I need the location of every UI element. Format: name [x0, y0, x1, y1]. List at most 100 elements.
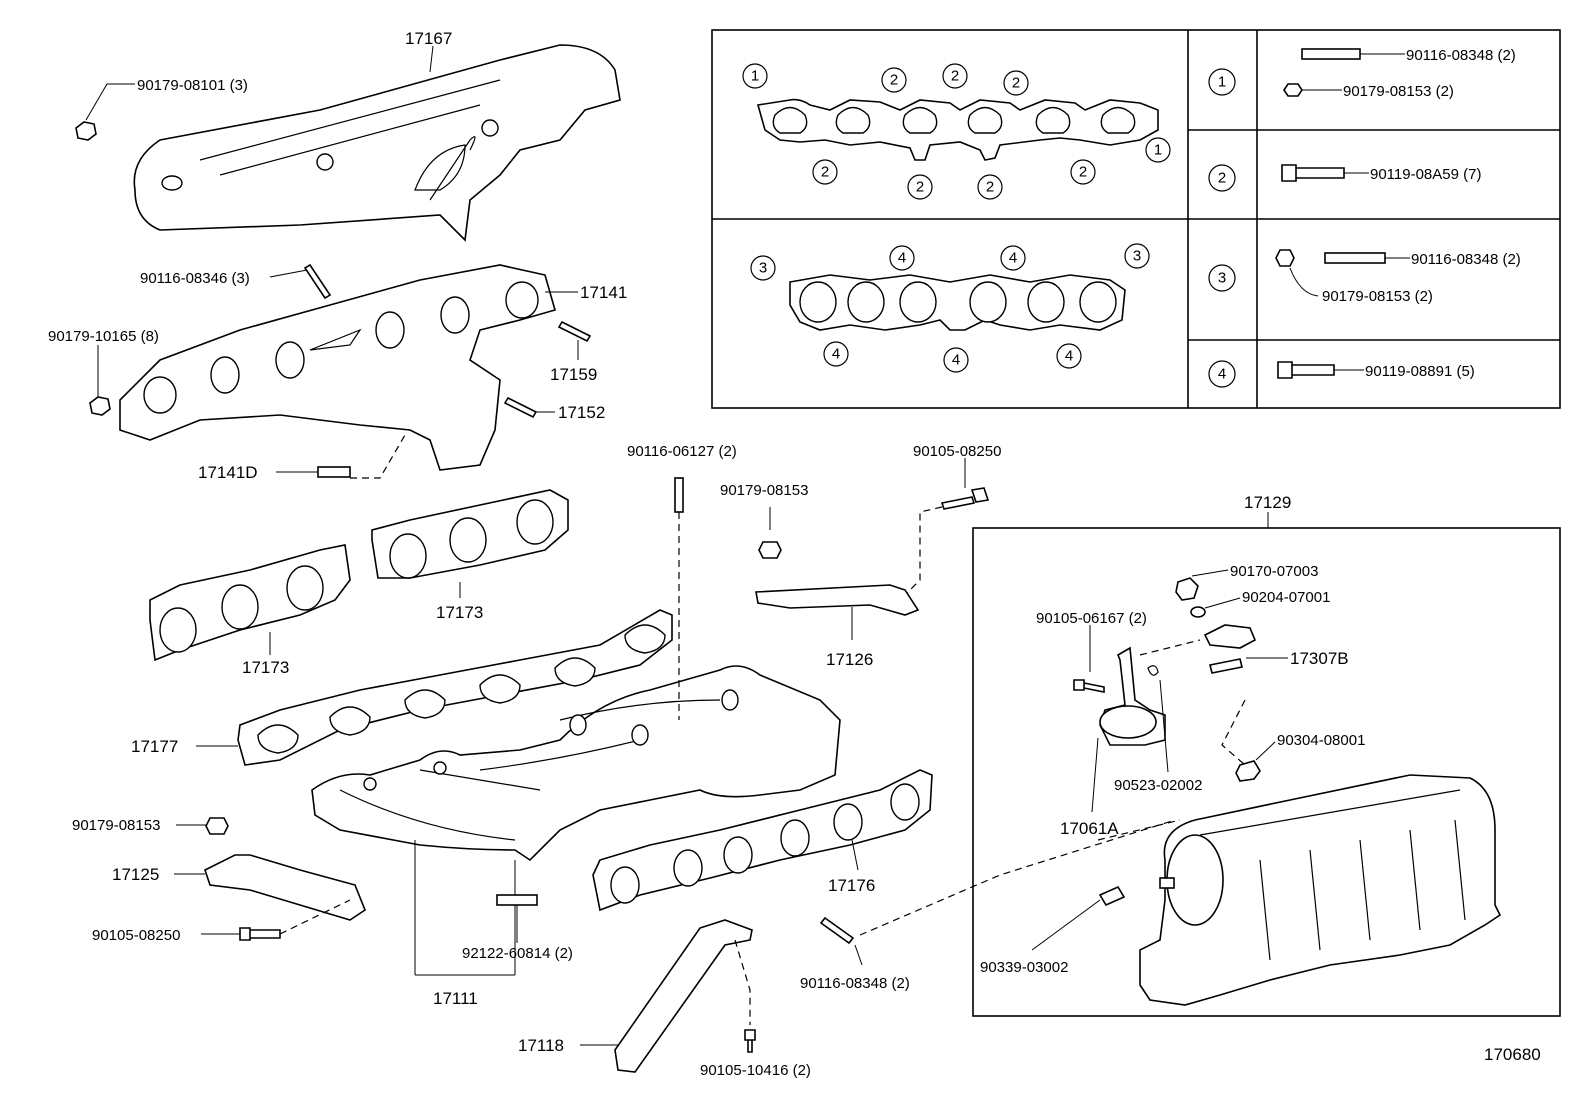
upper-intake-gasket-drawing — [756, 98, 1159, 161]
label-90304-08001: 90304-08001 — [1277, 732, 1365, 749]
marker: 2 — [916, 179, 924, 196]
label-90116-08346: 90116-08346 (3) — [140, 270, 250, 287]
marker: 2 — [1079, 164, 1087, 181]
marker: 1 — [1154, 142, 1162, 159]
label-90179-08101: 90179-08101 (3) — [137, 77, 248, 94]
label-90204-07001: 90204-07001 — [1242, 589, 1330, 606]
label-17167: 17167 — [405, 29, 452, 48]
stud-92122-60814: 92122-60814 (2) — [462, 894, 573, 962]
label-17159: 17159 — [550, 365, 597, 384]
nut-icon — [1275, 249, 1295, 267]
marker: 4 — [832, 346, 840, 363]
stud-17141D: 17141D — [198, 434, 406, 482]
exhaust-manifold-17141: 17141 — [119, 264, 627, 471]
label-90116-06127: 90116-06127 (2) — [627, 443, 737, 460]
label-90179-08153-left: 90179-08153 — [72, 817, 160, 834]
label-90339-03002: 90339-03002 — [980, 959, 1068, 976]
bracket-17307B — [1203, 624, 1257, 649]
marker: 3 — [759, 260, 767, 277]
washer-90204-07001 — [1190, 606, 1206, 618]
marker: 4 — [952, 352, 960, 369]
legend-row1-item1: 90116-08348 (2) — [1406, 47, 1516, 64]
marker: 4 — [1009, 250, 1017, 267]
stay-17126: 17126 — [755, 584, 920, 669]
bolt-90105-08250-top: 90105-08250 — [904, 443, 1001, 596]
label-90116-08348-bottom: 90116-08348 (2) — [800, 975, 910, 992]
marker: 2 — [986, 179, 994, 196]
diagram-id: 170680 — [1484, 1045, 1541, 1064]
intake-gasket-17177: 17177 — [131, 609, 673, 766]
surge-tank — [1139, 774, 1502, 1006]
nut-90179-08101: 90179-08101 (3) — [75, 77, 248, 141]
o-ring-90304-08001 — [1235, 760, 1261, 782]
stud-icon — [1324, 252, 1386, 264]
label-17173-left: 17173 — [242, 658, 289, 677]
legend-row3-item2: 90179-08153 (2) — [1322, 288, 1433, 305]
label-17125: 17125 — [112, 865, 159, 884]
bolt-icon — [1277, 361, 1335, 379]
bolt-17307B — [1209, 658, 1243, 674]
stud-90116-08346: 90116-08346 (3) — [140, 263, 332, 300]
label-90179-08153-top: 90179-08153 — [720, 482, 808, 499]
marker: 2 — [951, 68, 959, 85]
bolt-90105-08250-left: 90105-08250 — [92, 899, 351, 944]
legend-row3-item1: 90116-08348 (2) — [1411, 251, 1521, 268]
plug-90339-03002 — [1098, 885, 1126, 907]
label-17141: 17141 — [580, 283, 627, 302]
surge-tank-group-17129: 17129 90170-07003 90204-07001 90105-0616… — [972, 493, 1561, 1017]
stud-17159: 17159 — [550, 320, 597, 384]
label-90523-02002: 90523-02002 — [1114, 777, 1202, 794]
label-90170-07003: 90170-07003 — [1230, 563, 1318, 580]
bolt-90105-10416: 90105-10416 (2) — [700, 1029, 811, 1079]
intake-gasket-17176: 17176 — [592, 769, 933, 912]
label-17126: 17126 — [826, 650, 873, 669]
nut-90179-08153-left: 90179-08153 — [72, 817, 229, 835]
label-90105-10416: 90105-10416 (2) — [700, 1062, 811, 1079]
marker: 2 — [890, 72, 898, 89]
label-92122-60814: 92122-60814 (2) — [462, 945, 573, 962]
stay-17125: 17125 — [112, 854, 366, 921]
legend-key-4: 4 — [1218, 366, 1226, 383]
exhaust-gasket-17173-right: 17173 — [371, 489, 569, 622]
upper-gasket-markers: 1 2 2 2 2 2 2 2 1 — [742, 63, 1171, 200]
label-17152: 17152 — [558, 403, 605, 422]
stud-90116-08348-bottom: 90116-08348 (2) — [800, 819, 1176, 992]
stud-90116-06127: 90116-06127 (2) — [627, 443, 737, 720]
marker: 4 — [1065, 348, 1073, 365]
label-90105-06167: 90105-06167 (2) — [1036, 610, 1147, 627]
nut-90179-08153-top: 90179-08153 — [720, 482, 808, 559]
nut-90179-10165: 90179-10165 (8) — [48, 328, 159, 416]
label-17177: 17177 — [131, 737, 178, 756]
vsv-actuator-17061A: 17061A — [1060, 639, 1246, 838]
legend-row4-item1: 90119-08891 (5) — [1365, 363, 1475, 380]
legend-row1-item2: 90179-08153 (2) — [1343, 83, 1454, 100]
lower-gasket-markers: 3 4 4 3 4 4 4 — [750, 243, 1150, 373]
bolt-90105-06167 — [1073, 679, 1105, 693]
clip-90523-02002 — [1147, 665, 1159, 676]
marker: 2 — [821, 164, 829, 181]
fastener-legend-table: 1 2 2 2 2 2 2 2 1 3 4 4 3 4 4 4 1 2 3 4 … — [711, 29, 1561, 409]
label-90105-08250-top: 90105-08250 — [913, 443, 1001, 460]
label-17141D: 17141D — [198, 463, 258, 482]
marker: 2 — [1012, 75, 1020, 92]
lower-intake-gasket-drawing — [789, 274, 1126, 331]
bolt-icon — [1281, 164, 1345, 182]
legend-key-2: 2 — [1218, 170, 1226, 187]
label-17118: 17118 — [518, 1036, 564, 1055]
intake-manifold-17111: 17111 — [311, 665, 841, 1008]
legend-key-3: 3 — [1218, 270, 1226, 287]
label-17307B: 17307B — [1290, 649, 1349, 668]
nut-icon — [1283, 83, 1303, 97]
heat-shield-17167: 17167 — [133, 29, 621, 242]
nut-90170-07003 — [1175, 577, 1199, 601]
label-17061A: 17061A — [1060, 819, 1119, 838]
marker: 4 — [898, 250, 906, 267]
marker: 3 — [1133, 248, 1141, 265]
exhaust-gasket-17173-left: 17173 — [149, 544, 351, 677]
label-17129: 17129 — [1244, 493, 1291, 512]
stud-icon — [1301, 48, 1361, 60]
legend-key-1: 1 — [1218, 74, 1226, 91]
marker: 1 — [751, 68, 759, 85]
stay-17118: 17118 — [518, 919, 753, 1073]
